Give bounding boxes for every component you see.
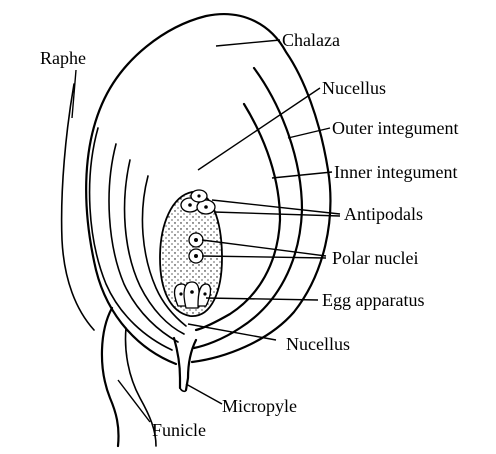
funicle-left bbox=[100, 306, 120, 448]
integument-line-2 bbox=[108, 143, 179, 343]
pointer-egg-apparatus bbox=[205, 297, 319, 301]
ovule-outline bbox=[85, 13, 332, 366]
label-nucellus-bottom: Nucellus bbox=[286, 334, 350, 354]
antipodal-cells bbox=[180, 189, 216, 215]
pointer-polar-1 bbox=[201, 239, 327, 257]
label-chalaza: Chalaza bbox=[282, 30, 340, 50]
label-raphe: Raphe bbox=[40, 48, 86, 68]
pointer-nucellus-bottom bbox=[187, 323, 277, 341]
pointer-funicle bbox=[117, 379, 151, 423]
pointer-antipodals-1 bbox=[211, 199, 341, 215]
pointer-nucellus-top bbox=[197, 87, 321, 171]
integument-line-4 bbox=[141, 175, 187, 327]
label-inner-integument: Inner integument bbox=[334, 162, 457, 182]
micropyle-tip bbox=[179, 387, 187, 393]
pointer-polar-2 bbox=[201, 255, 327, 259]
label-micropyle: Micropyle bbox=[222, 396, 297, 416]
raphe-ridge bbox=[60, 83, 95, 331]
micropyle-left-wall bbox=[172, 336, 182, 390]
label-egg-apparatus: Egg apparatus bbox=[322, 290, 424, 310]
funicle-right bbox=[124, 327, 157, 447]
outer-integument-curve bbox=[192, 66, 304, 350]
pointer-raphe bbox=[71, 69, 77, 119]
label-funicle: Funicle bbox=[152, 420, 206, 440]
pointer-outer-integument bbox=[287, 127, 331, 139]
pointer-micropyle bbox=[185, 383, 223, 405]
micropyle-right-wall bbox=[184, 338, 198, 392]
polar-nuclei bbox=[188, 232, 204, 264]
label-nucellus-top: Nucellus bbox=[322, 78, 386, 98]
integument-line-1 bbox=[88, 127, 173, 351]
inner-integument-curve bbox=[194, 102, 282, 332]
pointer-antipodals-2 bbox=[213, 211, 341, 217]
label-polar-nuclei: Polar nuclei bbox=[332, 248, 418, 268]
egg-apparatus bbox=[173, 281, 212, 309]
integument-line-3 bbox=[123, 159, 185, 335]
label-antipodals: Antipodals bbox=[344, 204, 423, 224]
label-outer-integument: Outer integument bbox=[332, 118, 458, 138]
pointer-inner-integument bbox=[271, 171, 333, 179]
pointer-chalaza bbox=[215, 39, 281, 47]
